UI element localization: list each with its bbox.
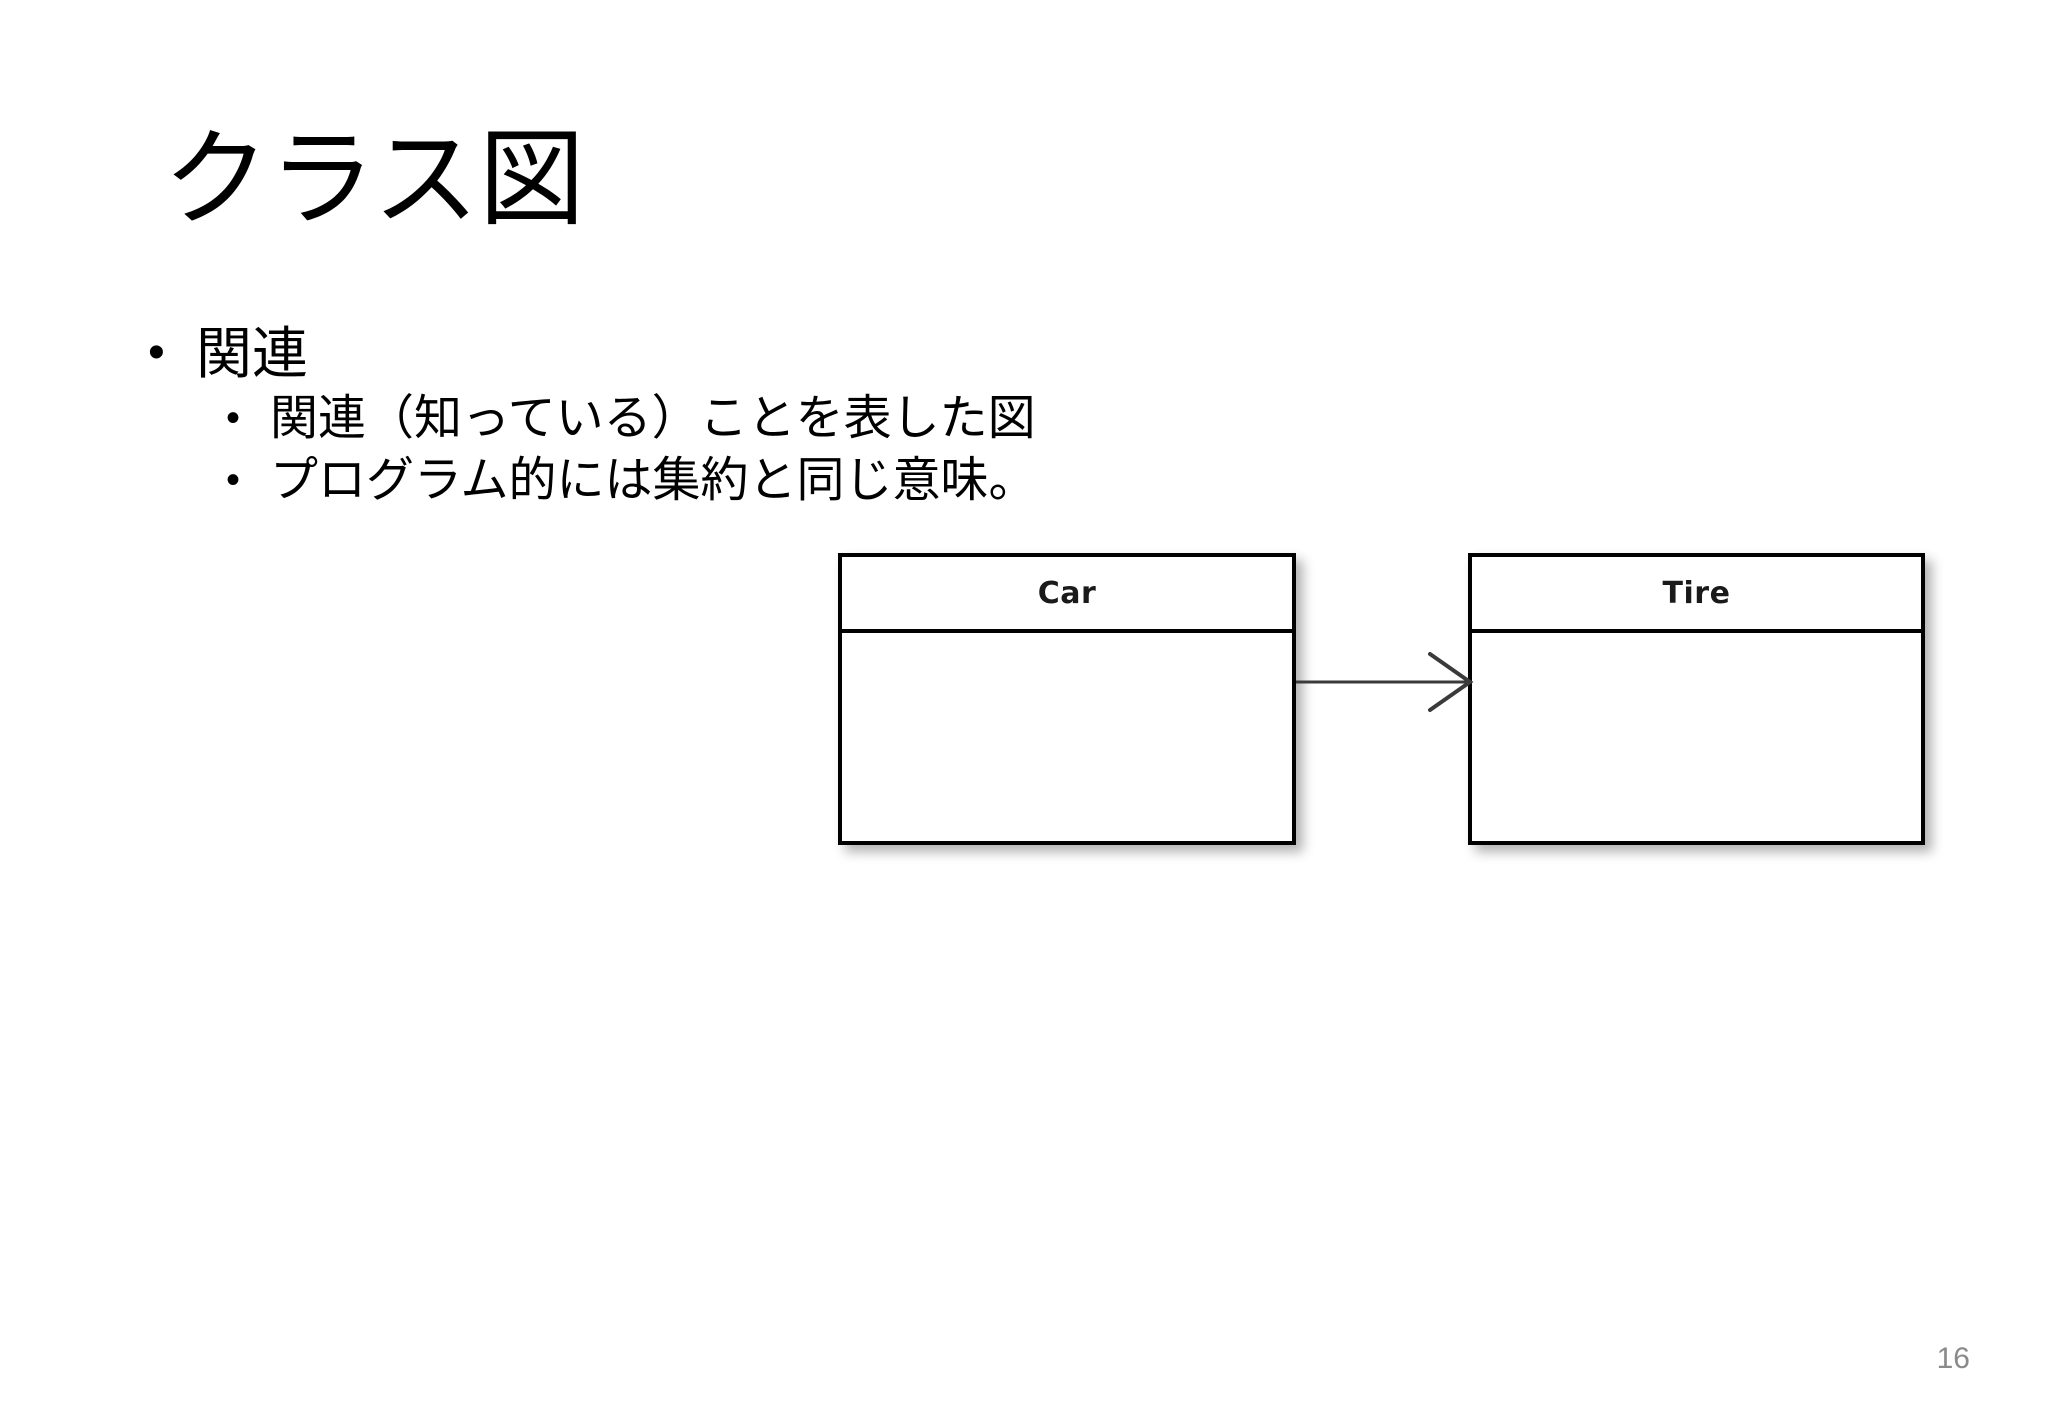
bullet-item-level2: • プログラム的には集約と同じ意味。	[226, 450, 1548, 511]
uml-attribute-compartment-car	[842, 633, 1292, 841]
bullet-text: プログラム的には集約と同じ意味。	[270, 453, 1037, 507]
bullet-item-level1: • 関連	[148, 320, 1548, 388]
bullet-text: 関連	[196, 322, 308, 385]
bullet-marker-icon: •	[226, 396, 241, 441]
bullet-marker-icon: •	[148, 326, 165, 379]
bullet-marker-icon: •	[226, 457, 241, 502]
bullet-list: • 関連 • 関連（知っている）ことを表した図 • プログラム的には集約と同じ意…	[148, 320, 1548, 511]
uml-class-name-car: Car	[1037, 575, 1097, 611]
uml-class-header-tire: Tire	[1472, 557, 1921, 633]
uml-class-diagram: Car Tire	[820, 540, 1950, 870]
uml-class-box-tire: Tire	[1468, 553, 1925, 845]
page-title: クラス図	[163, 121, 585, 239]
uml-class-header-car: Car	[842, 557, 1292, 633]
uml-class-name-tire: Tire	[1662, 575, 1731, 611]
open-arrowhead-icon	[1428, 652, 1474, 712]
uml-class-box-car: Car	[838, 553, 1296, 845]
page-number: 16	[1936, 1342, 1970, 1375]
bullet-text: 関連（知っている）ことを表した図	[270, 392, 1036, 446]
bullet-item-level2: • 関連（知っている）ことを表した図	[226, 388, 1548, 449]
uml-attribute-compartment-tire	[1472, 633, 1921, 841]
